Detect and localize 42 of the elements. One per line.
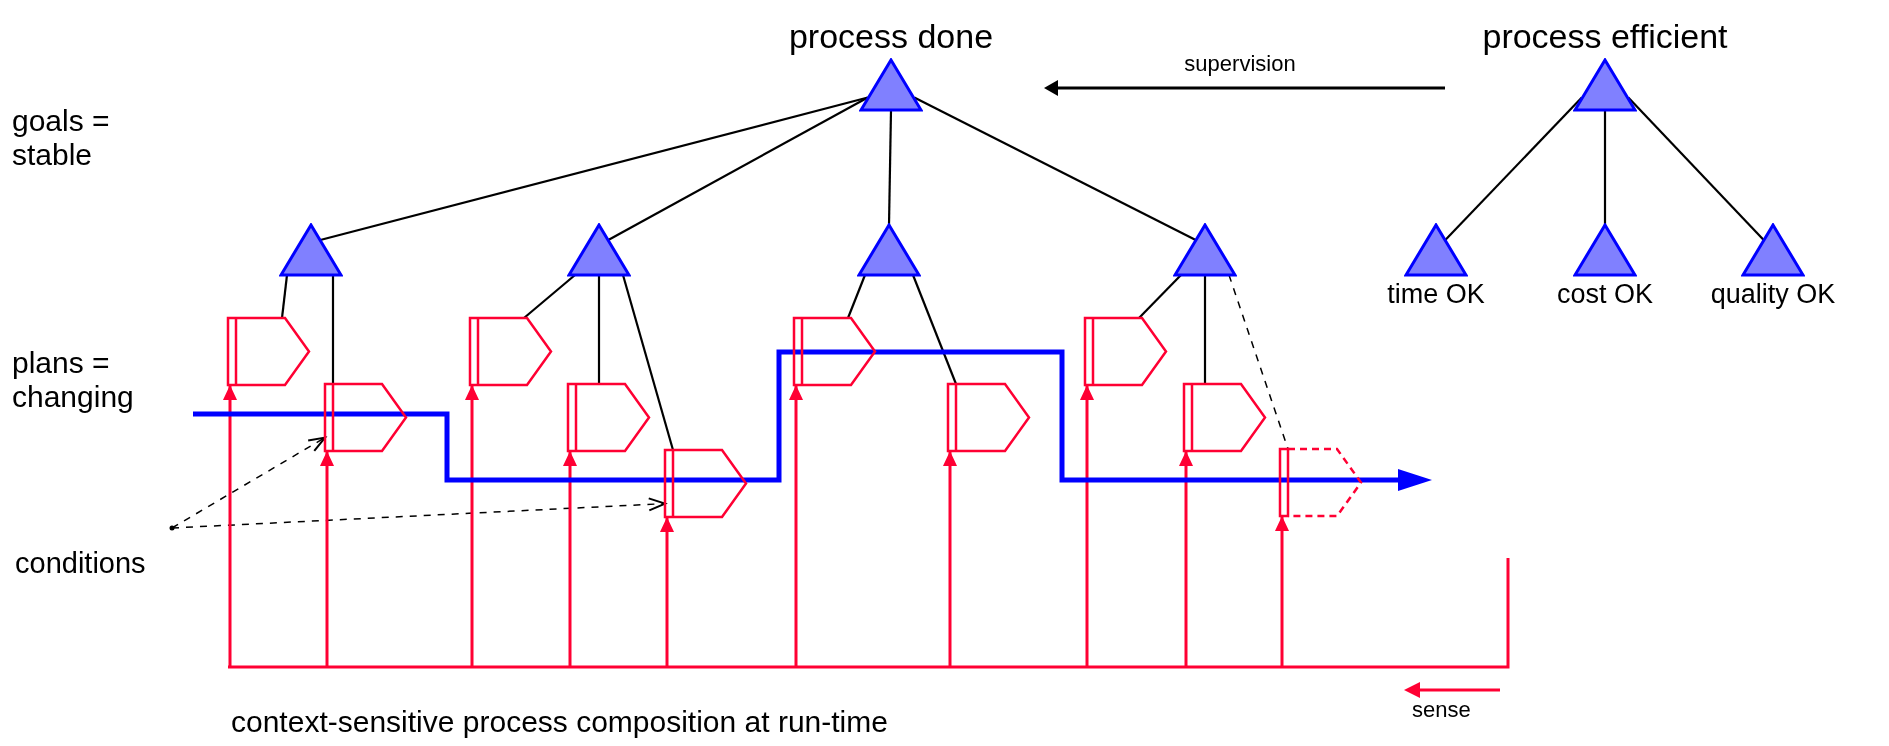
sensing-arrow [223, 385, 237, 667]
tree-line [1203, 275, 1207, 384]
plan-symbol [946, 382, 1031, 453]
arrow-label: supervision [1183, 50, 1297, 78]
sensing-arrow [320, 451, 334, 667]
sensing-arrow [563, 451, 577, 667]
arrow-label: sense [1412, 696, 1471, 724]
plan-symbol [226, 316, 311, 387]
goal-label: time OK [1387, 278, 1485, 311]
sensing-arrow [1275, 516, 1289, 667]
goal-label: cost OK [1557, 278, 1653, 311]
plan-symbol [792, 316, 877, 387]
plan-symbol [323, 382, 408, 453]
dashed-connector [171, 497, 666, 529]
level-label: goals = stable [12, 104, 111, 172]
sensing-arrow [1080, 385, 1094, 667]
sensing-arrow [465, 385, 479, 667]
goal-label: quality OK [1710, 278, 1836, 311]
goal-triangle [567, 223, 631, 277]
tree-line [331, 275, 335, 384]
sensing-arrow [660, 517, 674, 667]
goal-triangle [857, 223, 921, 277]
plan-symbol [1182, 382, 1267, 453]
goal-label: process efficient [1482, 16, 1728, 56]
sensing-arrow [1179, 451, 1193, 667]
tree-line [1603, 110, 1607, 225]
goal-label: process done [788, 16, 994, 56]
caption: context-sensitive process composition at run-time [231, 704, 888, 740]
plan-symbol [566, 382, 651, 453]
plan-symbol [663, 448, 748, 519]
tree-line [887, 110, 893, 225]
goal-triangle [1173, 223, 1237, 277]
plan-symbol [1083, 316, 1168, 387]
level-label: plans = changing [12, 346, 135, 414]
dashed-connector [171, 436, 326, 529]
sensing-arrow [943, 451, 957, 667]
plan-symbol [468, 316, 553, 387]
goal-triangle [279, 223, 343, 277]
tree-line [597, 275, 601, 384]
sensing-arrow [789, 385, 803, 667]
plan-symbol [1278, 447, 1363, 518]
conditions-label: conditions [15, 526, 180, 580]
